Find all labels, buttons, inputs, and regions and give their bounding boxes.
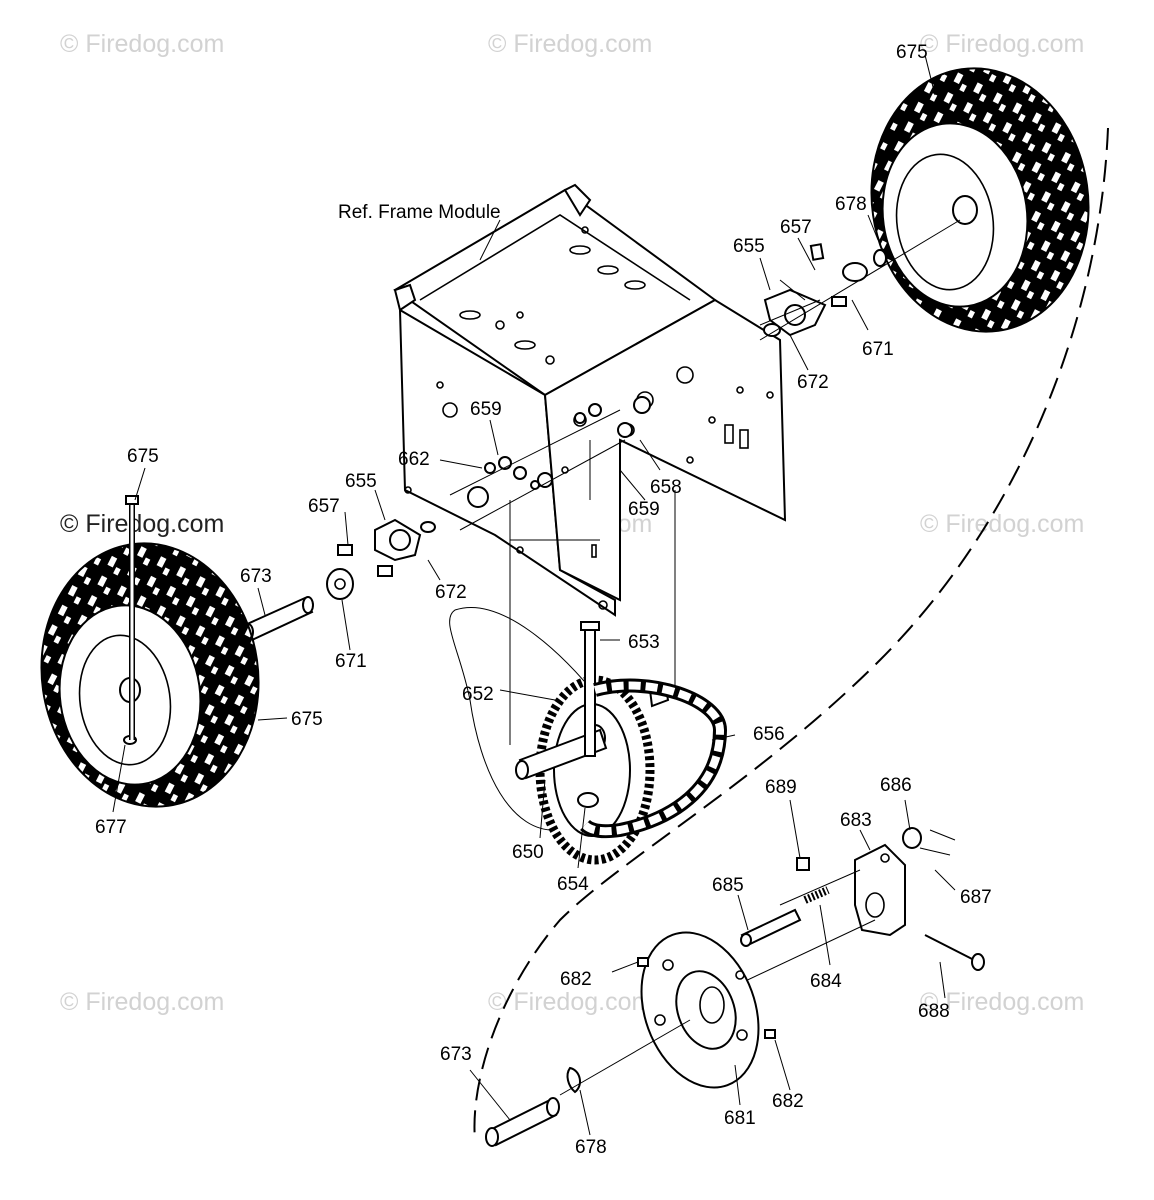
callout-675: 675	[127, 446, 159, 467]
callouts: 675 678 657 655 671 672 659 662 658 659 …	[95, 42, 992, 1158]
callout-656: 656	[753, 724, 785, 745]
watermark-text: © Firedog.com	[60, 510, 224, 538]
watermark-text: © Firedog.com	[60, 30, 224, 58]
callout-650: 650	[512, 842, 544, 863]
callout-682: 682	[772, 1091, 804, 1112]
frame-module-label: Ref. Frame Module	[338, 202, 501, 223]
watermark-text: © Firedog.com	[920, 510, 1084, 538]
callout-683: 683	[840, 810, 872, 831]
watermark-text: © Firedog.com	[920, 988, 1084, 1016]
callout-657: 657	[308, 496, 340, 517]
left-axle-tube	[242, 596, 314, 642]
callout-684: 684	[810, 971, 842, 992]
callout-652: 652	[462, 684, 494, 705]
callout-678: 678	[575, 1137, 607, 1158]
ghost-outline	[509, 440, 676, 745]
right-wheel	[870, 67, 1090, 333]
right-hub-assembly	[759, 219, 961, 341]
lower-axle	[485, 1019, 691, 1147]
leader-lines	[112, 54, 956, 1136]
callout-687: 687	[960, 887, 992, 908]
watermark-text: © Firedog.com	[920, 30, 1084, 58]
frame-module	[393, 183, 787, 617]
dashed-boundary	[473, 127, 1109, 1141]
watermark-text: © Firedog.com	[488, 30, 652, 58]
callout-671: 671	[862, 339, 894, 360]
left-wheel	[40, 495, 260, 808]
callout-658: 658	[650, 477, 682, 498]
callout-655: 655	[733, 236, 765, 257]
callout-677: 677	[95, 817, 127, 838]
lower-right-assembly	[704, 827, 985, 1001]
callout-681: 681	[724, 1108, 756, 1129]
frame-hardware	[449, 396, 651, 531]
callout-685: 685	[712, 875, 744, 896]
sprocket-assembly	[515, 621, 670, 865]
callout-675: 675	[291, 709, 323, 730]
callout-689: 689	[765, 777, 797, 798]
callout-673: 673	[240, 566, 272, 587]
callout-653: 653	[628, 632, 660, 653]
callout-654: 654	[557, 874, 589, 895]
callout-657: 657	[780, 217, 812, 238]
callout-678: 678	[835, 194, 867, 215]
callout-662: 662	[398, 449, 430, 470]
watermark-text: © Firedog.com	[488, 988, 652, 1016]
callout-671: 671	[335, 651, 367, 672]
callout-675: 675	[896, 42, 928, 63]
callout-672: 672	[435, 582, 467, 603]
callout-688: 688	[918, 1001, 950, 1022]
callout-659: 659	[470, 399, 502, 420]
watermark-text: © Firedog.com	[60, 988, 224, 1016]
hub-plate	[637, 931, 776, 1089]
callout-673: 673	[440, 1044, 472, 1065]
callout-686: 686	[880, 775, 912, 796]
callout-659: 659	[628, 499, 660, 520]
callout-682: 682	[560, 969, 592, 990]
callout-672: 672	[797, 372, 829, 393]
callout-655: 655	[345, 471, 377, 492]
left-hub-assembly	[326, 486, 489, 600]
